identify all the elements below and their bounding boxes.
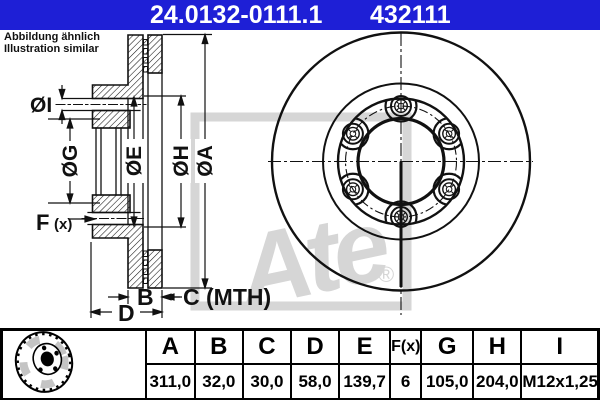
dim-label-i: ØI xyxy=(30,94,52,117)
spec-table: A B C D E F(x) G H I 311,0 32,0 30,0 58,… xyxy=(0,328,600,400)
technical-drawing: Ate ® xyxy=(30,31,533,328)
dim-label-c: C (MTH) xyxy=(183,284,271,310)
dim-label-f: F xyxy=(36,210,49,235)
bolt-pockets xyxy=(339,99,463,224)
hub-flange-circle xyxy=(336,97,466,226)
dim-label-h: ØH xyxy=(170,145,193,177)
part-number: 24.0132-0111.1 xyxy=(150,1,323,29)
header-bar: 24.0132-0111.1 432111 xyxy=(0,0,600,30)
dim-label-e: ØE xyxy=(123,146,146,176)
spec-value-d: 58,0 xyxy=(289,363,341,400)
dim-label-g: ØG xyxy=(59,145,82,178)
spec-value-h: 204,0 xyxy=(472,363,523,400)
note-line-german: Abbildung ähnlich xyxy=(4,31,100,43)
cross-section-view xyxy=(55,34,163,289)
column-header-f: F(x) xyxy=(389,328,423,365)
disc-icon-cell xyxy=(0,328,147,400)
spec-value-c: 30,0 xyxy=(241,363,292,400)
column-header-b: B xyxy=(193,328,244,365)
note-line-english: Illustration similar xyxy=(4,42,99,55)
outer-diameter-circle xyxy=(270,31,532,292)
dim-label-b: B xyxy=(137,284,154,310)
column-header-d: D xyxy=(289,328,341,365)
column-header-i: I xyxy=(520,328,600,365)
dim-label-f-suffix: (x) xyxy=(54,216,72,233)
column-header-a: A xyxy=(144,328,196,365)
spec-value-e: 139,7 xyxy=(338,363,392,400)
friction-edge-circle xyxy=(322,82,480,241)
label-masks xyxy=(124,139,215,183)
column-header-g: G xyxy=(420,328,475,365)
brake-disc-icon xyxy=(14,331,74,393)
dimension-labels: ØI ØG ØE ØH ØA F (x) B C (MTH) D xyxy=(30,94,271,326)
center-bore-circle xyxy=(356,116,446,207)
spec-value-a: 311,0 xyxy=(144,363,196,400)
dimension-lines xyxy=(48,32,212,318)
column-header-e: E xyxy=(338,328,392,365)
column-header-c: C xyxy=(241,328,292,365)
spec-value-g: 105,0 xyxy=(420,363,475,400)
watermark-square xyxy=(190,112,412,311)
spec-value-b: 32,0 xyxy=(193,363,244,400)
bolt-circle xyxy=(344,105,458,218)
spec-value-f: 6 xyxy=(389,363,423,400)
spec-value-i: M12x1,25 xyxy=(520,363,600,400)
column-header-h: H xyxy=(472,328,523,365)
watermark-registered-icon: ® xyxy=(378,262,394,287)
reference-number: 432111 xyxy=(370,1,451,29)
front-view xyxy=(268,31,533,315)
wheel-bolts xyxy=(341,95,461,228)
dim-label-a: ØA xyxy=(194,145,217,177)
similar-note: Abbildung ähnlich Illustration similar xyxy=(4,31,100,55)
dim-label-d: D xyxy=(118,300,135,326)
